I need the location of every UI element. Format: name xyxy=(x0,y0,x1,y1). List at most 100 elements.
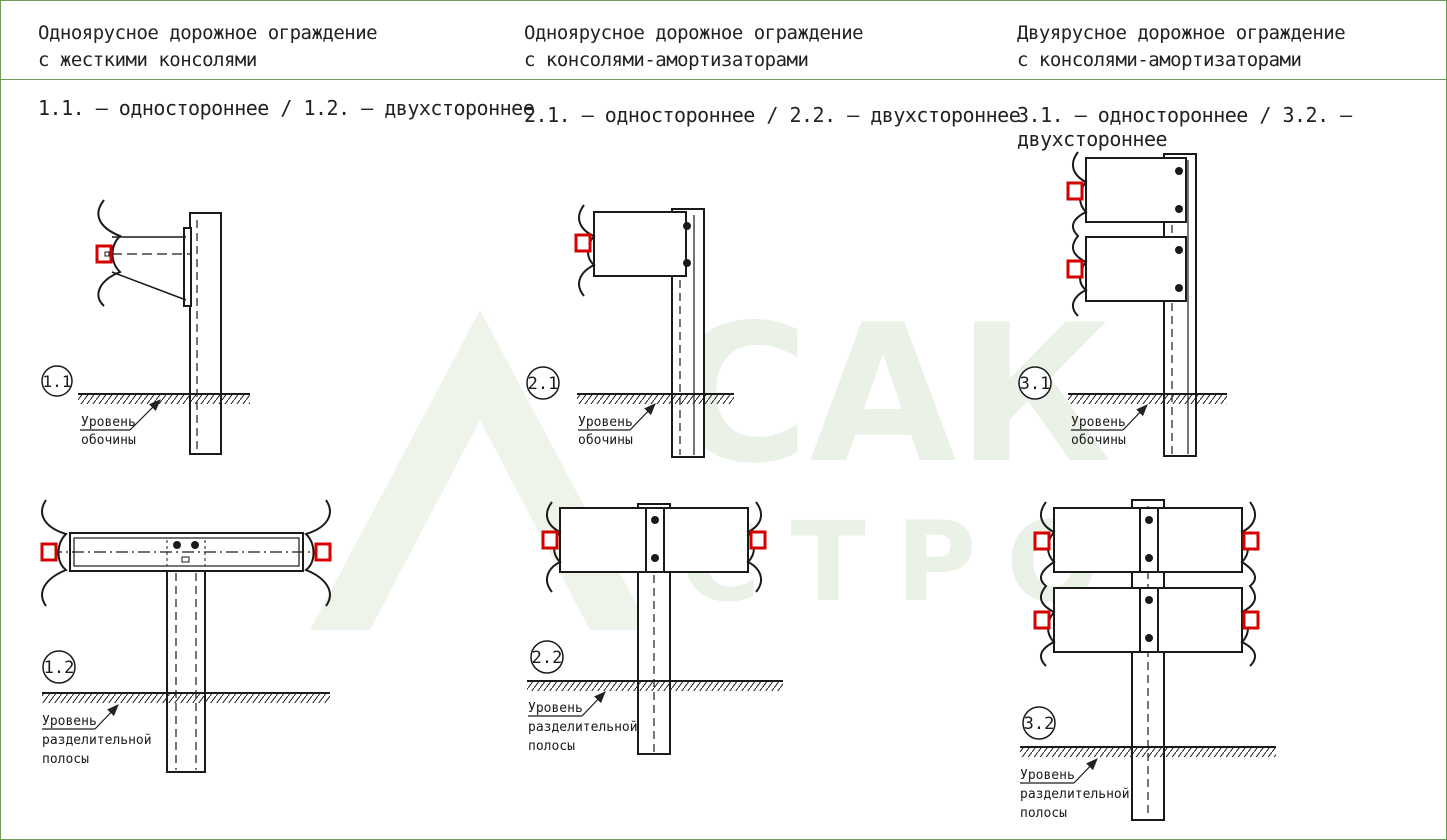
damper-ll-3-2 xyxy=(1053,587,1143,653)
level-arrow-3-2 xyxy=(1073,758,1098,784)
level-sub-1-1: обочины xyxy=(81,433,136,448)
badge-circle-1-1 xyxy=(41,365,73,397)
reflector-right-2-2 xyxy=(749,530,767,550)
damper-ur-3-2 xyxy=(1153,507,1243,573)
diagram-1-2 xyxy=(40,499,332,773)
level-sub-3-1: обочины xyxy=(1071,433,1126,448)
ground-hatch-1-1 xyxy=(78,394,250,404)
level-arrow-1-2 xyxy=(94,704,119,730)
badge-circle-3-2 xyxy=(1022,706,1056,740)
level-sub2-3-2: полосы xyxy=(1020,806,1067,821)
damper-upper-3-1 xyxy=(1085,157,1187,223)
console-brace-1-1 xyxy=(111,271,187,301)
level-label-2-1: Уровень xyxy=(578,415,633,430)
badge-1-1: 1.1 xyxy=(43,372,72,391)
level-label-3-1: Уровень xyxy=(1071,415,1126,430)
level-sub-3-2: разделительной xyxy=(1020,787,1130,802)
beam-profile-left-1-2 xyxy=(41,499,68,607)
column-3-header: Двуярусное дорожное ограждение с консоля… xyxy=(1017,20,1346,74)
reflector-2-1 xyxy=(574,233,592,253)
badge-3-1: 3.1 xyxy=(1020,374,1051,394)
column-3-title: Двуярусное дорожное ограждение xyxy=(1017,22,1346,44)
badge-circle-1-2 xyxy=(42,650,76,684)
beam-profile-right-3-2 xyxy=(1240,501,1257,667)
column-1-header: Одноярусное дорожное ограждение с жестки… xyxy=(38,20,378,74)
bolt-b-2-2 xyxy=(651,554,659,562)
diagram-3-1 xyxy=(1018,151,1227,457)
damper-left-2-2 xyxy=(559,507,649,573)
bolt-d-3-1 xyxy=(1175,284,1183,292)
diagram-2-2 xyxy=(527,501,783,755)
bolt-1-1 xyxy=(104,251,110,257)
level-label-3-2: Уровень xyxy=(1020,768,1075,783)
bracket-plate-1-1 xyxy=(183,227,192,307)
reflector-upper-3-1 xyxy=(1066,181,1084,201)
column-3-variants: 3.1. – одностороннее / 3.2. – двухсторон… xyxy=(1017,103,1352,151)
reflector-lower-3-1 xyxy=(1066,259,1084,279)
reflector-lr-3-2 xyxy=(1242,610,1260,630)
badge-1-2: 1.2 xyxy=(44,658,75,678)
damper-ul-3-2 xyxy=(1053,507,1143,573)
header-divider xyxy=(1,79,1446,80)
diagram-1-1 xyxy=(41,199,250,455)
level-arrow-2-2 xyxy=(581,691,606,717)
reflector-left-2-2 xyxy=(541,530,559,550)
badge-2-1: 2.1 xyxy=(528,374,559,394)
column-2-subtitle: с консолями-амортизаторами xyxy=(524,49,809,71)
reflector-1-1 xyxy=(95,244,113,264)
reflector-ll-3-2 xyxy=(1033,610,1051,630)
post-1-2 xyxy=(166,551,206,773)
column-1-variants: 1.1. – одностороннее / 1.2. – двухсторон… xyxy=(38,96,535,120)
column-2-variants: 2.1. – одностороннее / 2.2. – двухсторон… xyxy=(524,103,1021,127)
damper-2-1 xyxy=(593,211,687,277)
bolt-c-3-2 xyxy=(1145,596,1153,604)
level-arrow-1-1 xyxy=(129,399,161,431)
damper-right-2-2 xyxy=(659,507,749,573)
beam-profile-3-1 xyxy=(1071,151,1088,317)
level-sub-2-2: разделительной xyxy=(528,720,638,735)
level-label-1-1: Уровень xyxy=(81,415,136,430)
column-1-title: Одноярусное дорожное ограждение xyxy=(38,22,378,44)
reflector-ur-3-2 xyxy=(1242,531,1260,551)
clamp-2-2 xyxy=(645,507,665,573)
beam-profile-right-1-2 xyxy=(304,499,331,607)
ground-hatch-3-2 xyxy=(1020,747,1276,757)
clamp-lower-3-2 xyxy=(1139,587,1159,653)
bolt-b-2-1 xyxy=(683,259,691,267)
clamp-upper-3-2 xyxy=(1139,507,1159,573)
damper-lr-3-2 xyxy=(1153,587,1243,653)
bolt-a-2-1 xyxy=(683,222,691,230)
level-sub-1-2: разделительной xyxy=(42,733,152,748)
badge-3-2: 3.2 xyxy=(1024,714,1055,734)
ground-hatch-3-1 xyxy=(1068,394,1227,404)
damper-lower-3-1 xyxy=(1085,236,1187,302)
beam-profile-left-3-2 xyxy=(1039,501,1056,667)
badge-2-2: 2.2 xyxy=(532,648,563,668)
badge-circle-3-1 xyxy=(1018,366,1052,400)
level-arrow-3-1 xyxy=(1122,404,1148,431)
column-2-header: Одноярусное дорожное ограждение с консол… xyxy=(524,20,864,74)
level-arrow-2-1 xyxy=(629,403,656,431)
column-2-title: Одноярусное дорожное ограждение xyxy=(524,22,864,44)
reflector-right-1-2 xyxy=(314,542,332,562)
column-3-subtitle: с консолями-амортизаторами xyxy=(1017,49,1302,71)
bolt-d-3-2 xyxy=(1145,634,1153,642)
bolt-a-2-2 xyxy=(651,516,659,524)
bolt-a-3-2 xyxy=(1145,516,1153,524)
ground-hatch-2-2 xyxy=(527,681,783,691)
bolt-b-3-2 xyxy=(1145,554,1153,562)
reflector-ul-3-2 xyxy=(1033,531,1051,551)
level-sub2-2-2: полосы xyxy=(528,739,575,754)
diagram-2-1 xyxy=(526,204,734,458)
ground-hatch-1-2 xyxy=(42,693,330,703)
bolt-a-1-2 xyxy=(173,541,181,549)
badge-circle-2-1 xyxy=(526,366,560,400)
column-1-subtitle: с жесткими консолями xyxy=(38,49,257,71)
diagram-3-2 xyxy=(1020,499,1276,821)
slot-1-2 xyxy=(181,556,190,563)
ground-hatch-2-1 xyxy=(577,394,734,404)
reflector-left-1-2 xyxy=(40,542,58,562)
bolt-b-3-1 xyxy=(1175,205,1183,213)
post-1-1 xyxy=(189,212,222,455)
